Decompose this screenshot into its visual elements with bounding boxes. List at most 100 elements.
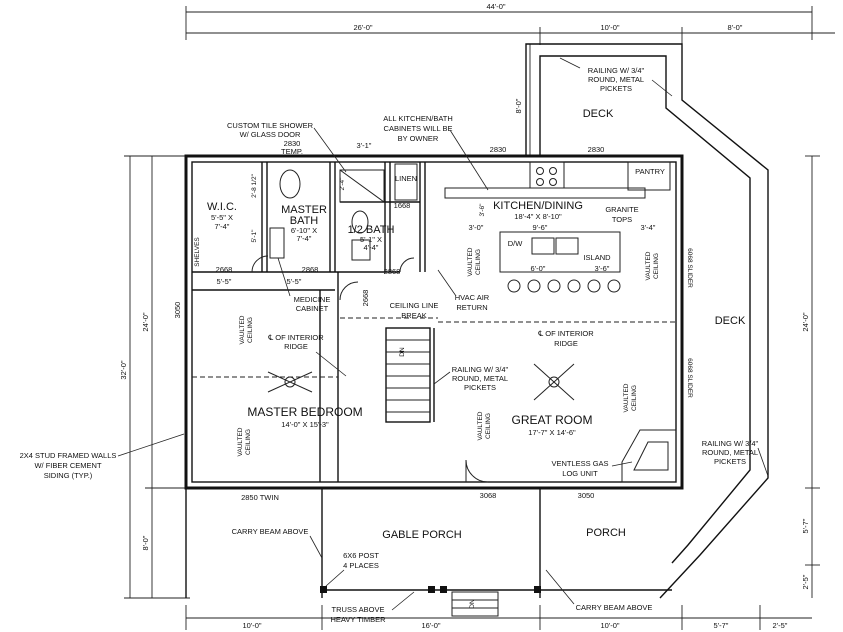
- ridge-right-note-1: ℄ OF INTERIOR: [537, 329, 594, 338]
- ridge-left-note-1: ℄ OF INTERIOR: [267, 333, 324, 342]
- railing-top-leader-2: [651, 79, 673, 97]
- gas-log-note-2: LOG UNIT: [562, 469, 598, 478]
- railing-top-note-1: RAILING W/ 3/4": [588, 66, 645, 75]
- great-room-name: GREAT ROOM: [512, 413, 593, 427]
- right-2-5-dim: 2'-5": [801, 574, 810, 589]
- railing-top-leader: [559, 57, 581, 69]
- great-room-size: 17'-7" X 14'-6": [528, 428, 576, 437]
- ceiling-great-2: CEILING: [631, 385, 638, 411]
- linen-label: LINEN: [395, 174, 417, 183]
- railing-stair-note-3: PICKETS: [464, 383, 496, 392]
- wic-dim-2: 5'-1": [251, 229, 258, 243]
- bottom-dim-1: 10'-0": [242, 621, 261, 630]
- cabinets-leader: [449, 129, 489, 191]
- ceiling-great-1: CEILING: [485, 413, 492, 439]
- carry-beam-right-note: CARRY BEAM ABOVE: [576, 603, 653, 612]
- bottom-dim-4: 5'-7": [714, 621, 729, 630]
- stair-treads: [386, 339, 430, 413]
- left-house-dim: 24'-0": [141, 312, 150, 331]
- fireplace-icon: [621, 429, 677, 483]
- kitchen-dim-3-0: 3'-0": [469, 223, 484, 232]
- ceiling-bedroom-1: CEILING: [247, 317, 254, 343]
- door-2668-wic: 2668: [216, 265, 233, 274]
- gable-porch-label: GABLE PORCH: [382, 529, 462, 541]
- wic-size-2: 7'-4": [215, 222, 230, 231]
- kitchen-name: KITCHEN/DINING: [493, 200, 583, 212]
- top-right-dim: 8'-0": [728, 23, 743, 32]
- kitchen-dim-3-6: 3'-6": [479, 203, 486, 217]
- window-temp: TEMP.: [281, 147, 303, 156]
- vaulted-bedroom-1: VAULTED: [239, 315, 246, 344]
- shower-note-2: W/ GLASS DOOR: [240, 130, 301, 139]
- railing-stair-note-1: RAILING W/ 3/4": [452, 365, 509, 374]
- master-bath-size-2: 7'-4": [297, 234, 312, 243]
- half-bath-name: 1/2 BATH: [348, 224, 395, 236]
- kitchen-fixtures: [444, 161, 671, 293]
- shower-depth-dim: 2'-4": [339, 177, 346, 191]
- pantry-label: PANTRY: [635, 167, 665, 176]
- porch-dn-label: DN: [469, 599, 476, 609]
- shelves-label: SHELVES: [194, 237, 201, 267]
- post-leader: [325, 569, 345, 587]
- deck-right-label: DECK: [715, 315, 746, 327]
- wic-name: W.I.C.: [207, 201, 237, 213]
- window-2830-kitchen-1: 2830: [490, 145, 507, 154]
- window-2830-kitchen-2: 2830: [588, 145, 605, 154]
- ceiling-bedroom-2: CEILING: [245, 429, 252, 455]
- exterior-walls: [184, 154, 684, 490]
- ridge-left-note-2: RIDGE: [284, 342, 308, 351]
- left-total-dim: 32'-0": [119, 360, 128, 379]
- railing-top-note-3: PICKETS: [600, 84, 632, 93]
- vaulted-great-1: VAULTED: [477, 411, 484, 440]
- shower-note-1: CUSTOM TILE SHOWER: [227, 121, 314, 130]
- vaulted-great-2: VAULTED: [623, 383, 630, 412]
- master-bedroom-name: MASTER BEDROOM: [247, 405, 362, 419]
- hall-dim-1: 5'-5": [217, 277, 232, 286]
- kitchen-dim-3-4: 3'-4": [641, 223, 656, 232]
- railing-right-leader: [757, 447, 769, 477]
- railing-right-note-2: ROUND, METAL: [702, 448, 758, 457]
- ceiling-line-note-1: CEILING LINE: [390, 301, 439, 310]
- carry-beam-right-leader: [545, 569, 575, 605]
- ridge-right-note-2: RIDGE: [554, 339, 578, 348]
- window-2830-temp: 2830: [284, 139, 301, 148]
- hvac-leader: [437, 269, 457, 297]
- carry-beam-left-note: CARRY BEAM ABOVE: [232, 527, 309, 536]
- stud-walls-note-2: W/ FIBER CEMENT: [34, 461, 102, 470]
- stair-dn-label: DN: [399, 347, 406, 357]
- kitchen-dim-9-6: 9'-6": [533, 223, 548, 232]
- door-2668-hall: 2668: [361, 290, 370, 307]
- truss-leader: [391, 591, 415, 611]
- cabinets-note-3: BY OWNER: [398, 134, 439, 143]
- deck-railings: [525, 43, 769, 599]
- right-5-7-dim: 5'-7": [801, 518, 810, 533]
- ceiling-line-note-2: BREAK: [401, 311, 426, 320]
- ridge-left-leader: [315, 351, 347, 377]
- master-bath-size-1: 6'-10" X: [291, 226, 317, 235]
- master-bath-name2: BATH: [290, 215, 319, 227]
- stud-walls-leader: [117, 433, 185, 457]
- ridge-lines: [192, 317, 676, 378]
- railing-stair-leader: [433, 371, 451, 385]
- hall-dim-2: 5'-5": [287, 277, 302, 286]
- island-dim-3-6: 3'-6": [595, 264, 610, 273]
- granite-tops-1: GRANITE: [605, 205, 638, 214]
- truss-note-1: TRUSS ABOVE: [332, 605, 385, 614]
- carry-beam-left-leader: [309, 535, 323, 559]
- porch-label: PORCH: [586, 527, 626, 539]
- bottom-dim-5: 2'-5": [773, 621, 788, 630]
- half-bath-size-2: 4'-4": [364, 243, 379, 252]
- master-bedroom-size: 14'-0" X 15'-3": [281, 420, 329, 429]
- railing-right-note-3: PICKETS: [714, 457, 746, 466]
- post-note-1: 6X6 POST: [343, 551, 379, 560]
- gas-log-note-1: VENTLESS GAS: [551, 459, 608, 468]
- window-1668: 1668: [394, 201, 411, 210]
- shower-width-dim: 3'-1": [357, 141, 372, 150]
- railing-stair-note-2: ROUND, METAL: [452, 374, 508, 383]
- slider-1: 6068 SLIDER: [686, 248, 693, 288]
- deck-depth-dim: 8'-0": [514, 98, 523, 113]
- master-bath-name: MASTER: [281, 204, 327, 216]
- left-porch-dim: 8'-0": [141, 535, 150, 550]
- shower-leader: [313, 127, 347, 173]
